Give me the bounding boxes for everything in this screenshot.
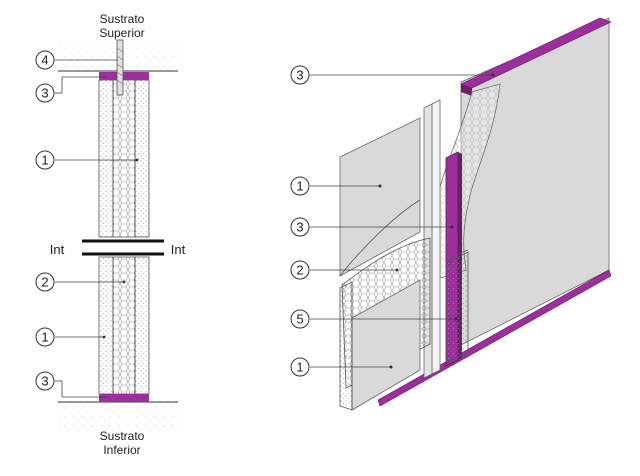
bottom-track [99,394,149,402]
wall-lower-segment [98,256,150,402]
front-gypsum-board [339,117,421,277]
upper-track [460,17,612,89]
lower-substrate-label-2: Inferior [103,443,140,457]
callout-1-board-lower: 1 [296,360,303,375]
interior-label-right: Int [171,242,186,257]
callout-1-lower: 1 [41,330,48,345]
callout-3-bottom: 3 [41,374,48,389]
callout-2: 2 [41,275,48,290]
top-track [99,72,149,80]
lower-substrate [58,403,178,431]
right-isometric-wall: 3 1 3 2 5 1 [290,17,612,411]
callout-circle [35,50,55,70]
upper-substrate-label-1: Sustrato [100,12,145,26]
wall-upper-segment [98,72,150,238]
sealing-strip [445,251,469,363]
callout-1-board-upper: 1 [296,179,303,194]
left-section: Sustrato Superior Sustrato Inferior Int … [35,12,186,457]
callout-3-top: 3 [41,86,48,101]
upper-substrate-label-2: Superior [99,26,144,40]
back-gypsum-board [460,17,610,346]
callout-5-seal: 5 [296,312,303,327]
callout-3-top-track: 3 [296,68,303,83]
callout-3-stud: 3 [296,220,303,235]
callout-2-insulation: 2 [296,263,303,278]
callout-1-upper: 1 [41,153,48,168]
anchor-fastener [116,39,124,96]
lower-substrate-label-1: Sustrato [100,429,145,443]
interior-label-left: Int [50,242,65,257]
callout-4: 4 [41,53,48,68]
